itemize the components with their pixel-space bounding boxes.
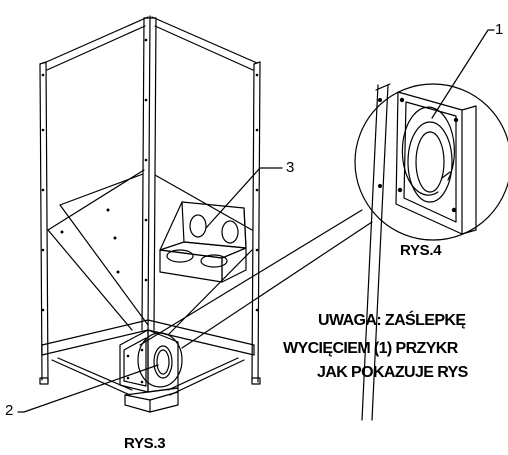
note-text: UWAGA: ZAŚLEPKĘ WYCIĘCIEM (1) PRZYKR JAK… bbox=[283, 310, 508, 390]
hopper-frame bbox=[39, 15, 261, 396]
post-holes bbox=[41, 38, 259, 312]
leader-2 bbox=[17, 364, 159, 413]
note-line-3: JAK POKAZUJE RYS bbox=[317, 364, 468, 381]
bracket-part bbox=[159, 201, 247, 283]
callout-3: 3 bbox=[286, 159, 295, 176]
zoom-detail bbox=[354, 83, 508, 421]
callout-2: 2 bbox=[5, 402, 14, 419]
outlet-box bbox=[119, 329, 183, 413]
figure-label-rys4: RYS.4 bbox=[400, 242, 442, 259]
figure-label-rys3: RYS.3 bbox=[124, 435, 166, 452]
leader-3 bbox=[205, 167, 283, 229]
note-line-2: WYCIĘCIEM (1) PRZYKR bbox=[283, 340, 458, 357]
note-line-1: UWAGA: ZAŚLEPKĘ bbox=[318, 312, 466, 329]
callout-1: 1 bbox=[495, 21, 504, 38]
leader-1 bbox=[431, 29, 495, 119]
